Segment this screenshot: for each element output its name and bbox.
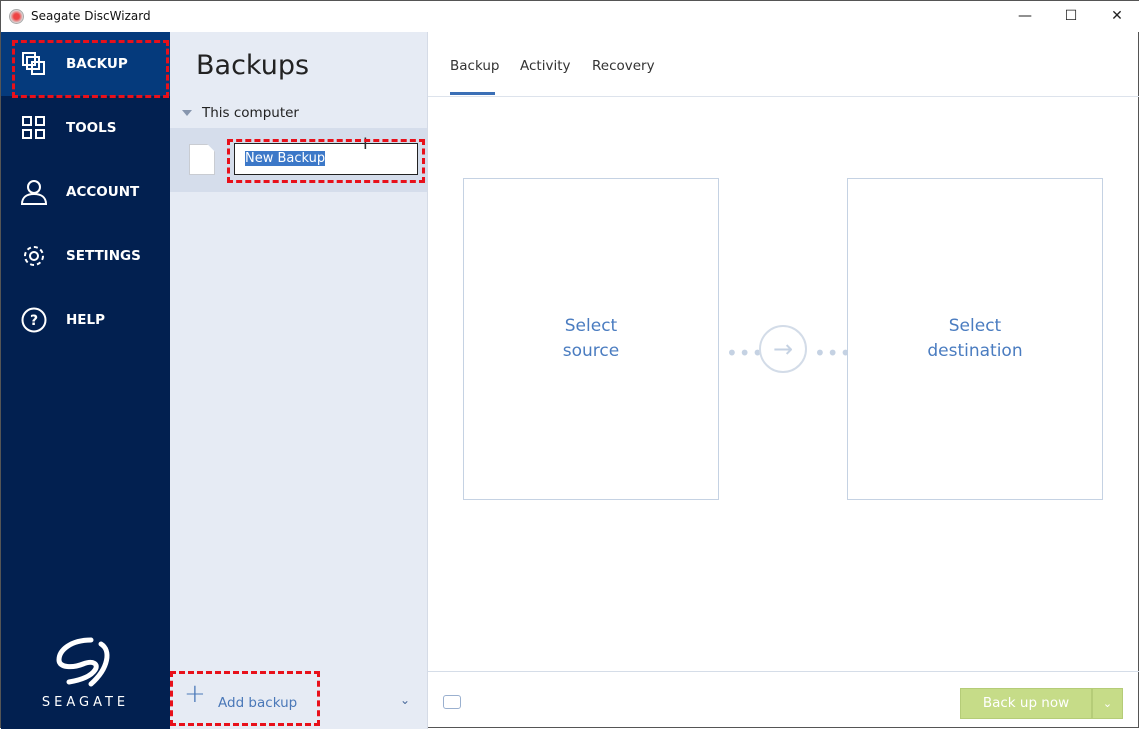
- chat-icon[interactable]: [443, 695, 461, 709]
- text-cursor-icon: I: [363, 134, 368, 153]
- sidebar-item-label: ACCOUNT: [66, 184, 140, 200]
- svg-text:?: ?: [30, 313, 38, 329]
- backup-name-input[interactable]: New Backup: [234, 143, 418, 175]
- sidebar-item-help[interactable]: ? HELP: [1, 288, 170, 352]
- logo-text: SEAGATE: [41, 695, 130, 710]
- select-source-button[interactable]: Select source: [463, 178, 719, 500]
- backup-list-item[interactable]: New Backup I: [170, 128, 427, 192]
- tab-activity[interactable]: Activity: [520, 58, 571, 74]
- sidebar-item-label: TOOLS: [66, 120, 117, 136]
- destination-line-1: Select: [948, 316, 1002, 336]
- close-button[interactable]: ✕: [1111, 8, 1123, 24]
- minimize-button[interactable]: —: [1018, 8, 1032, 24]
- back-up-now-button[interactable]: Back up now: [960, 688, 1092, 719]
- sidebar-item-label: SETTINGS: [66, 248, 141, 264]
- gear-icon: [24, 246, 44, 266]
- copy-icon: [22, 52, 45, 75]
- sidebar: BACKUP TOOLS ACCOUNT SETTINGS ? HELP SEA…: [1, 32, 170, 729]
- collapse-triangle-icon: [182, 110, 192, 116]
- dots-icon: •••: [726, 341, 765, 365]
- sidebar-item-tools[interactable]: TOOLS: [1, 96, 170, 160]
- tab-backup[interactable]: Backup: [450, 58, 500, 74]
- plus-icon[interactable]: +: [184, 679, 206, 709]
- source-line-2: source: [562, 341, 620, 361]
- file-icon: [189, 144, 215, 175]
- add-backup-button[interactable]: Add backup: [218, 695, 298, 711]
- user-icon: [21, 180, 47, 205]
- sidebar-item-settings[interactable]: SETTINGS: [1, 224, 170, 288]
- chevron-down-icon[interactable]: ⌄: [1092, 688, 1123, 719]
- sidebar-item-label: BACKUP: [66, 56, 128, 72]
- app-icon: [9, 9, 24, 24]
- add-backup-bar: + Add backup ⌄: [170, 671, 427, 729]
- source-line-1: Select: [564, 316, 618, 336]
- grid-icon: [22, 116, 45, 139]
- sidebar-item-label: HELP: [66, 312, 106, 328]
- window-title: Seagate DiscWizard: [31, 9, 151, 23]
- divider: [428, 96, 1139, 97]
- divider: [428, 671, 1139, 672]
- help-icon: ?: [21, 307, 47, 333]
- selected-text: New Backup: [245, 151, 326, 166]
- select-destination-button[interactable]: Select destination: [847, 178, 1103, 500]
- group-label: This computer: [202, 105, 299, 121]
- destination-line-2: destination: [927, 341, 1023, 361]
- tab-recovery[interactable]: Recovery: [592, 58, 655, 74]
- sidebar-item-account[interactable]: ACCOUNT: [1, 160, 170, 224]
- page-title: Backups: [196, 50, 310, 81]
- dots-icon: •••: [814, 341, 853, 365]
- maximize-button[interactable]: ☐: [1064, 8, 1078, 24]
- backups-panel: Backups This computer New Backup I + Add…: [170, 32, 428, 729]
- title-bar: Seagate DiscWizard — ☐ ✕: [1, 1, 1139, 32]
- seagate-logo-icon: [56, 637, 110, 687]
- sidebar-item-backup[interactable]: BACKUP: [1, 32, 170, 96]
- chevron-down-icon[interactable]: ⌄: [400, 693, 411, 707]
- group-this-computer[interactable]: This computer: [182, 105, 299, 121]
- active-tab-indicator: [450, 92, 495, 95]
- arrow-right-icon: →: [759, 325, 807, 373]
